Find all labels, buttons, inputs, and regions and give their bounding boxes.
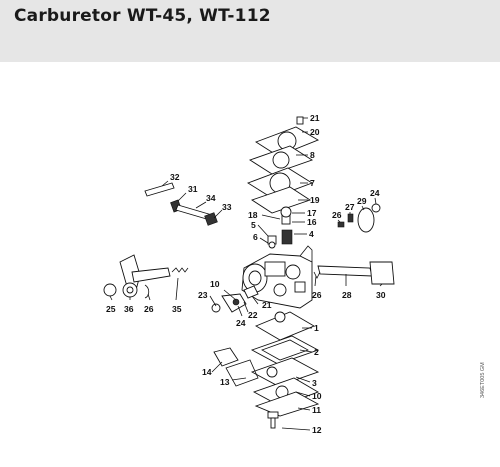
callout-2: 2 [314,347,319,357]
page-title: Carburetor WT-45, WT-112 [14,6,271,26]
diagram-svg: 21 20 8 7 19 17 16 4 18 5 6 1 2 3 10 11 … [103,113,395,435]
callout-4: 4 [309,229,314,239]
metering-stack [250,311,320,429]
callout-37: 36 [124,304,134,314]
callout-35: 34 [206,193,216,203]
callout-29: 28 [342,290,352,300]
callout-32: 31 [188,184,198,194]
callout-31: 30 [376,290,386,300]
callout-12: 12 [312,425,322,435]
header-bar: Carburetor WT-45, WT-112 [0,0,500,62]
callout-16: 17 [307,208,317,218]
callout-labels: 21 20 8 7 19 17 16 4 18 5 6 1 2 3 10 11 … [106,113,386,435]
callout-17: 18 [248,210,258,220]
callout-19: 20 [310,127,320,137]
drawing-code: 346ET005 GM [480,362,486,398]
carburetor-body [241,245,313,309]
callout-21: 21 [262,300,272,310]
throttle-linkage-left [103,254,189,299]
callout-22: 22 [248,310,258,320]
throttle-shaft-right [313,203,395,285]
callout-34: 33 [222,202,232,212]
adjusting-screws [144,182,218,226]
callout-24-upper: 24 [370,188,380,198]
callout-3: 3 [312,378,317,388]
callout-14: 14 [202,367,212,377]
callout-24-lower: 24 [236,318,246,328]
callout-13: 13 [220,377,230,387]
callout-23: 23 [198,290,208,300]
callout-25: 25 [106,304,116,314]
callout-30: 29 [357,196,367,206]
callout-10: 10 [312,391,322,401]
callout-20: 21 [310,113,320,123]
callout-11: 11 [312,405,321,415]
callout-10b: 10 [210,279,220,289]
callout-28: 27 [345,202,355,212]
leader-lines [109,117,383,431]
exploded-parts-diagram: 21 20 8 7 19 17 16 4 18 5 6 1 2 3 10 11 … [0,62,500,462]
callout-1: 1 [314,323,319,333]
choke-linkage [211,285,259,387]
diaphragm-cover-group [246,116,320,249]
callout-15: 16 [307,217,317,227]
callout-5: 5 [251,220,256,230]
callout-33: 32 [170,172,180,182]
callout-18: 19 [310,195,320,205]
callout-7: 7 [310,178,315,188]
callout-27: 26 [332,210,342,220]
callout-26-left: 26 [144,304,154,314]
callout-26-right: 26 [312,290,322,300]
callout-6: 6 [253,232,258,242]
callout-8: 8 [310,150,315,160]
callout-36: 35 [172,304,182,314]
